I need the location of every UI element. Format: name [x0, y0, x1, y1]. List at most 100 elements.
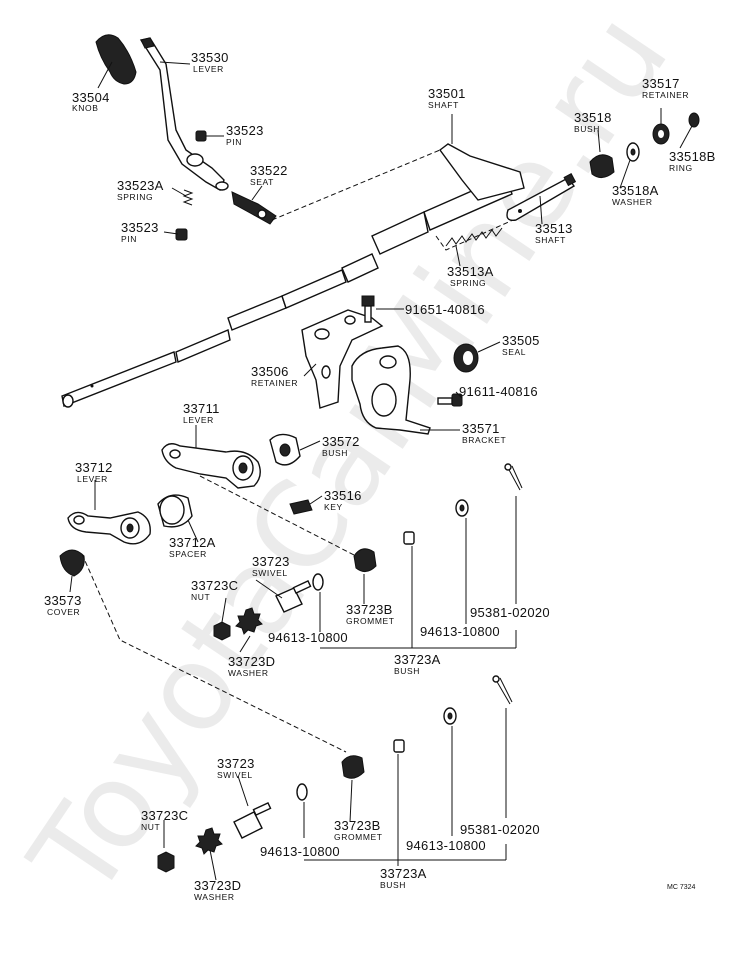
dashed-line-upper-linkage: [199, 475, 357, 557]
dashed-line-spring: [435, 215, 523, 251]
desc-retainer-33506: RETAINER: [251, 378, 298, 388]
desc-nut-lower: NUT: [141, 822, 160, 832]
label-33571: 33571: [462, 421, 500, 436]
label-33572: 33572: [322, 434, 360, 449]
bush-33518-illustration: [589, 154, 615, 178]
desc-shaft-33501: SHAFT: [428, 100, 459, 110]
knob-illustration: [95, 34, 137, 85]
spring-illustration: [182, 189, 194, 206]
retainer-33506-illustration: [301, 309, 384, 409]
label-94613-lower-b: 94613-10800: [260, 844, 340, 859]
retainer-33517-illustration: [652, 123, 670, 145]
label-33530: 33530: [191, 50, 229, 65]
desc-swivel-lower: SWIVEL: [217, 770, 253, 780]
label-94613-upper-b: 94613-10800: [268, 630, 348, 645]
label-33504: 33504: [72, 90, 110, 105]
label-33573: 33573: [44, 593, 82, 608]
cover-illustration: [59, 549, 85, 577]
lever-33712-illustration: [67, 511, 151, 545]
pin-lower-illustration: [175, 228, 188, 241]
desc-washer-33518a: WASHER: [612, 197, 653, 207]
desc-pin-upper: PIN: [226, 137, 242, 147]
washer-33518a-illustration: [626, 142, 640, 162]
label-33518a: 33518A: [612, 183, 659, 198]
label-33712: 33712: [75, 460, 113, 475]
seat-illustration: [231, 191, 277, 225]
label-33523-lower: 33523: [121, 220, 159, 235]
label-33523-upper: 33523: [226, 123, 264, 138]
desc-bracket: BRACKET: [462, 435, 506, 445]
desc-lever-33711: LEVER: [183, 415, 214, 425]
ring-33518b-illustration: [688, 112, 700, 128]
desc-washer-upper: WASHER: [228, 668, 269, 678]
label-33723d-lower: 33723D: [194, 878, 241, 893]
label-33513: 33513: [535, 221, 573, 236]
label-33518: 33518: [574, 110, 612, 125]
label-33501: 33501: [428, 86, 466, 101]
label-33723-upper: 33723: [252, 554, 290, 569]
label-33711: 33711: [183, 401, 220, 416]
desc-nut-upper: NUT: [191, 592, 210, 602]
label-91611-40816: 91611-40816: [459, 384, 538, 399]
key-illustration: [289, 499, 313, 515]
desc-spring-33513a: SPRING: [450, 278, 486, 288]
label-33723d-upper: 33723D: [228, 654, 275, 669]
desc-retainer-33517: RETAINER: [642, 90, 689, 100]
desc-bush-33518: BUSH: [574, 124, 600, 134]
diagram-code: MC 7324: [667, 884, 696, 891]
bolt-91611-illustration: [437, 393, 463, 407]
desc-spacer: SPACER: [169, 549, 207, 559]
label-33723b-lower: 33723B: [334, 818, 381, 833]
label-33723c-lower: 33723C: [141, 808, 188, 823]
desc-key: KEY: [324, 502, 343, 512]
pin-upper-illustration: [195, 130, 207, 142]
desc-ring-33518b: RING: [669, 163, 693, 173]
spring-33513a-illustration: [445, 227, 503, 247]
desc-bush-33572: BUSH: [322, 448, 348, 458]
desc-knob: KNOB: [72, 103, 99, 113]
desc-grommet-upper: GROMMET: [346, 616, 395, 626]
desc-bush-upper: BUSH: [394, 666, 420, 676]
desc-spring-33523a: SPRING: [117, 192, 153, 202]
lower-linkage-illustration: [157, 675, 513, 873]
label-94613-lower-a: 94613-10800: [406, 838, 486, 853]
desc-pin-lower: PIN: [121, 234, 137, 244]
desc-seal: SEAL: [502, 347, 526, 357]
desc-lever-33530: LEVER: [193, 64, 224, 74]
label-33723b-upper: 33723B: [346, 602, 393, 617]
label-33523a: 33523A: [117, 178, 164, 193]
shift-lever-illustration: [139, 37, 229, 192]
spacer-illustration: [157, 494, 193, 528]
label-94613-upper-a: 94613-10800: [420, 624, 500, 639]
desc-grommet-lower: GROMMET: [334, 832, 383, 842]
seal-illustration: [453, 343, 479, 373]
bolt-91651-illustration: [361, 295, 375, 323]
upper-linkage-illustration: [213, 463, 523, 641]
main-shaft-illustration: [61, 143, 525, 408]
desc-bush-lower: BUSH: [380, 880, 406, 890]
label-95381-upper: 95381-02020: [470, 605, 550, 620]
leader-lines: [69, 61, 693, 881]
desc-swivel-upper: SWIVEL: [252, 568, 288, 578]
dashed-line-lever: [271, 149, 441, 221]
label-33712a: 33712A: [169, 535, 216, 550]
label-95381-lower: 95381-02020: [460, 822, 540, 837]
desc-lever-33712: LEVER: [77, 474, 108, 484]
label-33723a-upper: 33723A: [394, 652, 441, 667]
label-91651-40816: 91651-40816: [405, 302, 485, 317]
label-33506: 33506: [251, 364, 289, 379]
label-33723-lower: 33723: [217, 756, 255, 771]
label-33513a: 33513A: [447, 264, 494, 279]
desc-washer-lower: WASHER: [194, 892, 235, 902]
part-labels: 33504 KNOB 33530 LEVER 33523 PIN 33522 S…: [44, 50, 716, 902]
label-33505: 33505: [502, 333, 540, 348]
desc-shaft-33513: SHAFT: [535, 235, 566, 245]
label-33518b: 33518B: [669, 149, 716, 164]
bush-33572-illustration: [269, 433, 301, 466]
label-33516: 33516: [324, 488, 362, 503]
label-33723a-lower: 33723A: [380, 866, 427, 881]
bracket-illustration: [351, 345, 431, 435]
label-33522: 33522: [250, 163, 288, 178]
label-33517: 33517: [642, 76, 680, 91]
